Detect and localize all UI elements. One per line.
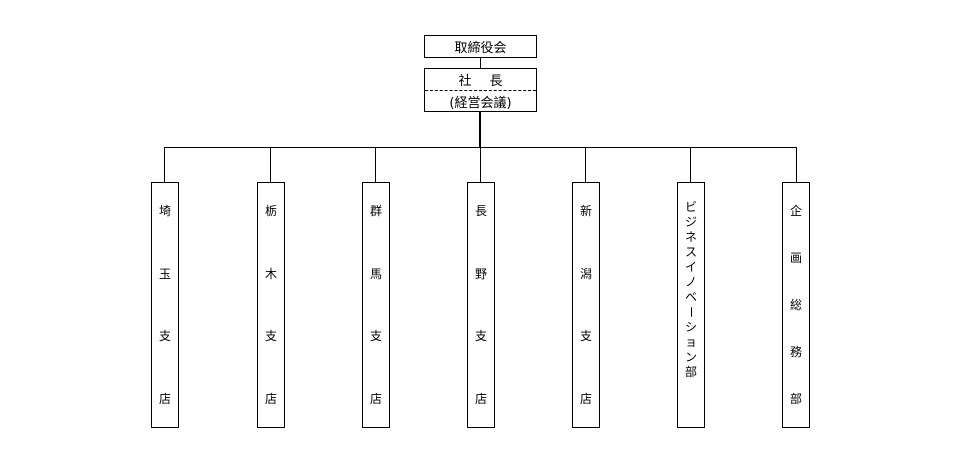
unit-char: 店	[158, 391, 171, 406]
unit-char: 群	[369, 204, 382, 218]
unit-char: 支	[158, 329, 171, 344]
board-label: 取締役会	[454, 41, 507, 56]
unit-char: ン	[684, 350, 697, 364]
unit-char: 支	[369, 329, 382, 344]
unit-char: 務	[789, 345, 802, 359]
unit-char: ベ	[684, 290, 697, 304]
unit-char: 埼	[158, 204, 171, 218]
connector-drop	[375, 147, 376, 182]
president-char: 社	[458, 74, 472, 89]
connector-drop	[796, 147, 797, 182]
unit-char: イ	[684, 260, 697, 274]
unit-char: ノ	[684, 275, 697, 289]
unit-char: 長	[474, 204, 487, 218]
unit-char: 潟	[579, 266, 592, 281]
president-box: 社 長 (経営会議)	[424, 68, 537, 112]
management-meeting-label: (経営会議)	[449, 95, 512, 111]
unit-char: 店	[474, 391, 487, 406]
connector-trunk	[479, 112, 481, 148]
connector-drop	[270, 147, 271, 182]
unit-char: 馬	[369, 266, 382, 281]
connector-drop	[585, 147, 586, 182]
president-char: 長	[489, 74, 503, 89]
unit-char: 画	[789, 251, 802, 265]
unit-char: シ	[684, 320, 697, 334]
unit-char: ー	[683, 305, 698, 319]
unit-business-innovation: ビ ジ ネ ス イ ノ ベ ー シ ョ ン 部	[677, 182, 705, 428]
unit-gunma: 群 馬 支 店	[362, 182, 390, 428]
unit-char: 企	[789, 204, 802, 218]
unit-char: ョ	[684, 335, 697, 349]
unit-char: ジ	[684, 215, 697, 229]
connector-drop	[690, 147, 691, 182]
unit-char: 店	[369, 391, 382, 406]
unit-niigata: 新 潟 支 店	[572, 182, 600, 428]
unit-planning: 企 画 総 務 部	[782, 182, 810, 428]
president-label: 社 長	[459, 70, 503, 89]
unit-char: ネ	[684, 230, 697, 244]
connector-board-president	[480, 58, 481, 68]
unit-tochigi: 栃 木 支 店	[257, 182, 285, 428]
unit-char: 玉	[158, 266, 171, 281]
unit-char: 栃	[264, 204, 277, 218]
connector-drop	[164, 147, 165, 182]
unit-char: 新	[579, 204, 592, 218]
unit-nagano: 長 野 支 店	[467, 182, 495, 428]
unit-char: 野	[474, 266, 487, 281]
unit-char: 店	[579, 391, 592, 406]
unit-char: 部	[684, 365, 697, 379]
unit-char: 木	[264, 266, 277, 281]
unit-char: 総	[789, 298, 802, 312]
president-divider	[425, 90, 536, 91]
unit-char: 部	[789, 392, 802, 406]
unit-char: ス	[684, 245, 697, 259]
board-box: 取締役会	[424, 35, 537, 58]
unit-char: 店	[264, 391, 277, 406]
unit-char: 支	[264, 329, 277, 344]
unit-char: ビ	[684, 200, 697, 214]
unit-char: 支	[474, 329, 487, 344]
unit-char: 支	[579, 329, 592, 344]
connector-drop	[480, 147, 481, 182]
unit-saitama: 埼 玉 支 店	[151, 182, 179, 428]
